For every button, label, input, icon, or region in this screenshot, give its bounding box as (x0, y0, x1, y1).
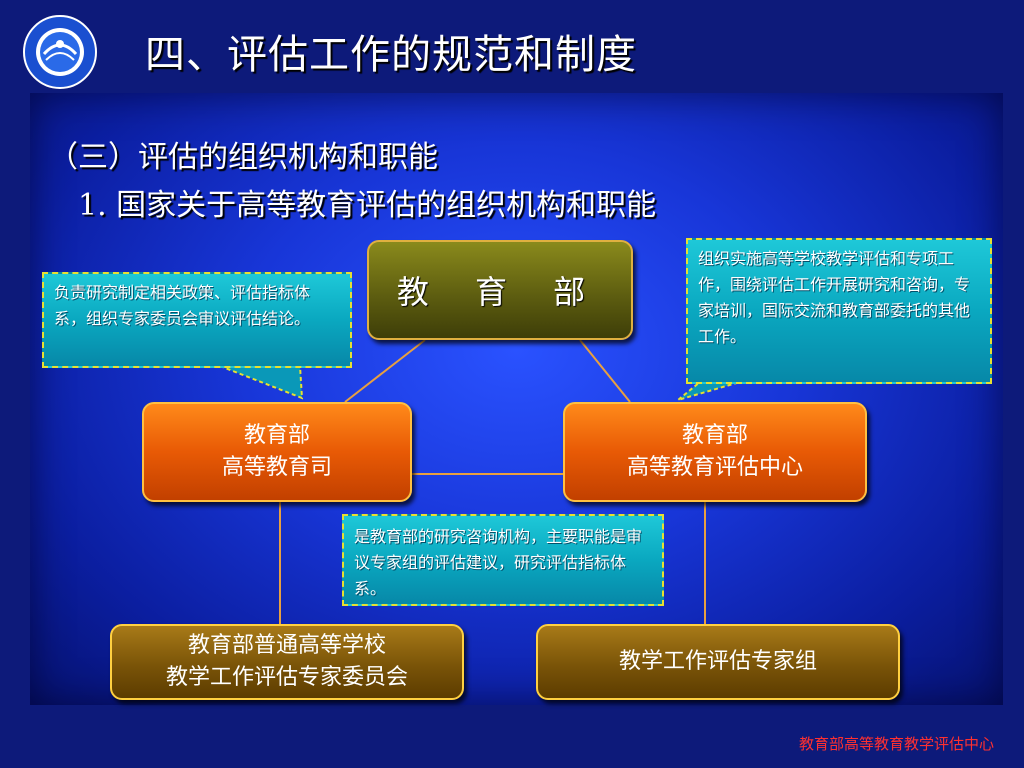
box-label-line1: 教育部 (681, 423, 748, 448)
section-heading: （三）评估的组织机构和职能 (48, 140, 438, 175)
higher-education-department-box: 教育部 高等教育司 (142, 402, 412, 502)
expert-committee-box: 教育部普通高等学校 教学工作评估专家委员会 (110, 624, 464, 700)
box-label-line2: 高等教育司 (221, 455, 332, 480)
box-label-line1: 教育部 (243, 423, 310, 448)
box-label-line2: 高等教育评估中心 (626, 455, 803, 480)
callout-center: 是教育部的研究咨询机构，主要职能是审议专家组的评估建议，研究评估指标体系。 (342, 514, 664, 606)
expert-group-box: 教学工作评估专家组 (536, 624, 900, 700)
connector-top-left (344, 339, 426, 403)
connector-top-right (579, 339, 631, 403)
logo-emblem-icon (22, 14, 98, 90)
box-label-line2: 教学工作评估专家委员会 (165, 665, 408, 690)
slide-title: 四、评估工作的规范和制度 (145, 32, 637, 78)
evaluation-center-box: 教育部 高等教育评估中心 (563, 402, 867, 502)
subsection-heading: 1. 国家关于高等教育评估的组织机构和职能 (78, 188, 657, 223)
box-label-line1: 教育部普通高等学校 (187, 633, 386, 658)
callout-left: 负责研究制定相关政策、评估指标体系，组织专家委员会审议评估结论。 (42, 272, 352, 368)
footer-text: 教育部高等教育教学评估中心 (798, 735, 994, 753)
ministry-of-education-box: 教 育 部 (367, 240, 633, 340)
callout-right: 组织实施高等学校教学评估和专项工作，围绕评估工作开展研究和咨询，专家培训，国际交… (686, 238, 992, 384)
